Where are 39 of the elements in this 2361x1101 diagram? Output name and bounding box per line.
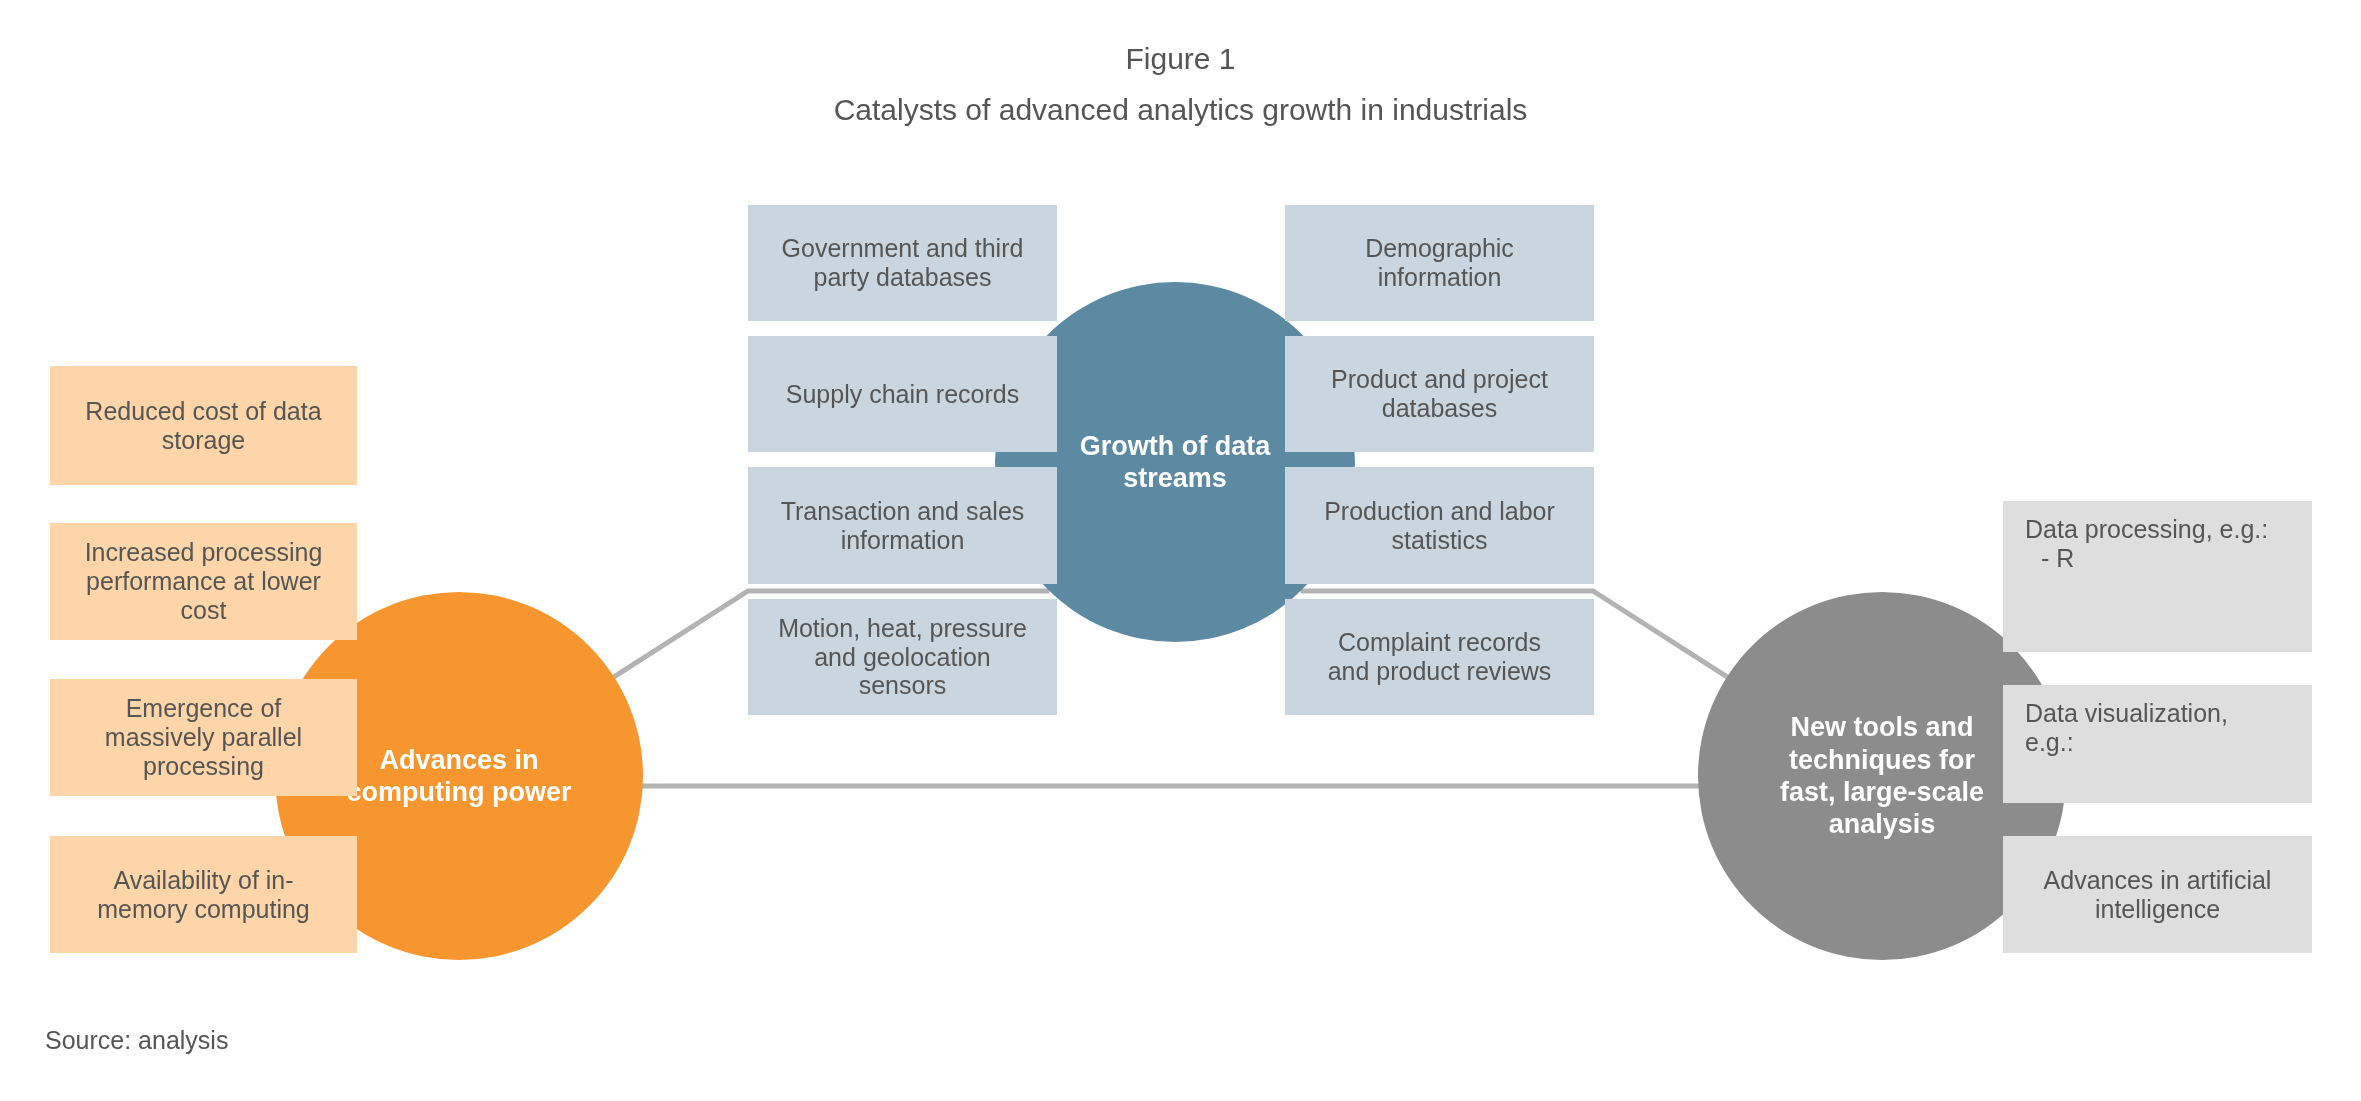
box-text: Product and project databases (1330, 365, 1549, 423)
factor-box (50, 836, 357, 953)
circle-label: Advances in computing power (345, 743, 573, 809)
box-text: Production and labor statistics (1323, 496, 1556, 555)
connector-line (612, 588, 1050, 679)
box-text: Emergence of massively parallel processing (103, 694, 304, 781)
connector-line (1300, 588, 1729, 679)
factor-box (748, 599, 1057, 715)
box-text: Data processing, e.g.: (2025, 515, 2269, 544)
box-text: Motion, heat, pressure and geolocation sensors (777, 613, 1028, 701)
factor-box (2003, 501, 2312, 652)
factor-box (2003, 685, 2312, 803)
figure-title: Catalysts of advanced analytics growth in industrials (832, 93, 1529, 127)
factor-box (748, 336, 1057, 452)
source-note: Source: analysis (45, 1026, 229, 1055)
box-text: Reduced cost of data storage (84, 396, 323, 455)
box-text: Advances in artificial intelligence (2042, 865, 2273, 924)
figure-number: Figure 1 (1124, 42, 1237, 76)
circle-label: New tools and techniques for fast, large-scale analysis (1778, 711, 1986, 841)
factor-box (1285, 205, 1594, 321)
box-text: Demographic information (1364, 234, 1515, 292)
box-text: Supply chain records (785, 379, 1020, 409)
list-item: - R (2041, 543, 2075, 573)
box-text: Government and third party databases (780, 234, 1025, 292)
box-text: Availability of in-memory computing (96, 865, 311, 924)
box-text: Data visualization, e.g.: (2025, 699, 2229, 757)
circle-label: Growth of data streams (1078, 429, 1272, 495)
connector-line (641, 783, 1700, 789)
box-text: Transaction and sales information (779, 496, 1026, 555)
factor-box (1285, 467, 1594, 584)
factor-box (748, 205, 1057, 321)
factor-box (1285, 599, 1594, 715)
factor-box (50, 523, 357, 640)
factor-box (50, 366, 357, 485)
factor-box (748, 467, 1057, 584)
factor-box (1285, 336, 1594, 452)
factor-box (2003, 836, 2312, 953)
box-text: Increased processing performance at lower cost (83, 538, 324, 625)
box-text: Complaint records and product reviews (1326, 628, 1553, 686)
